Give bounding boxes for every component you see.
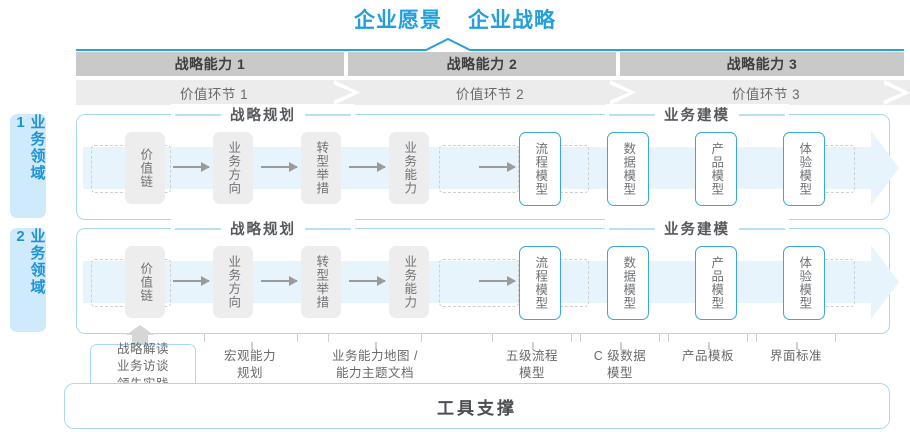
- node-r1-transformation-measures[interactable]: 转型举措: [301, 132, 341, 204]
- title-vision: 企业愿景: [354, 9, 442, 32]
- tool-label-macro-capability: 宏观能力规划: [223, 349, 276, 380]
- bracket-product-template: [668, 333, 748, 350]
- node-r1-process-model[interactable]: 流程模型: [519, 132, 561, 206]
- value-link-label-3: 价值环节 3: [731, 86, 801, 102]
- arrow-r1-3: [349, 162, 386, 172]
- arrow-r2-2: [261, 276, 298, 286]
- arrow-r1-2: [261, 162, 298, 172]
- capability-bar-2: 战略能力 2: [348, 52, 616, 76]
- node-r1-product-model-label: 产品模型: [709, 142, 724, 196]
- node-r1-data-model-label: 数据模型: [621, 142, 636, 196]
- node-r1-product-model[interactable]: 产品模型: [695, 132, 737, 206]
- node-r1-business-capability[interactable]: 业务能力: [389, 132, 429, 204]
- node-r1-value-chain-label: 价值链: [138, 147, 153, 189]
- title-strategy: 企业战略: [468, 9, 556, 32]
- domain-row-2: 战略规划 业务建模 价值链 业务方向 转型举措 业务能力 流程模型: [76, 218, 899, 334]
- node-r1-experience-model-label: 体验模型: [797, 142, 812, 196]
- caption-rule-right-2: [739, 113, 785, 116]
- caption-rule-right-3: [305, 227, 351, 230]
- flow-band-arrowhead-1: [871, 131, 899, 205]
- section-title-planning-1: 战略规划: [230, 108, 296, 124]
- apex-line-svg: [76, 37, 904, 51]
- node-r1-experience-model[interactable]: 体验模型: [783, 132, 825, 206]
- node-r1-business-capability-label: 业务能力: [402, 141, 417, 195]
- tool-support-container: 工具支撑: [64, 383, 890, 429]
- node-r2-business-capability-label: 业务能力: [402, 255, 417, 309]
- caption-rule-right-1: [305, 113, 351, 116]
- value-link-labels: 价值环节 1 价值环节 2 价值环节 3: [76, 80, 904, 105]
- arrow-r1-4: [479, 162, 516, 172]
- node-r1-value-chain[interactable]: 价值链: [125, 132, 165, 204]
- bracket-data-model: [580, 333, 660, 350]
- caption-rule-left-1: [175, 113, 221, 116]
- value-link-band: 价值环节 1 价值环节 2 价值环节 3: [76, 80, 910, 105]
- node-r1-business-direction-label: 业务方向: [226, 141, 241, 195]
- node-r2-process-model-label: 流程模型: [533, 256, 548, 310]
- node-r2-business-capability[interactable]: 业务能力: [389, 246, 429, 318]
- bracket-process-model: [492, 333, 572, 350]
- placeholder-box-r1-b: [439, 145, 519, 193]
- node-r2-process-model[interactable]: 流程模型: [519, 246, 561, 320]
- node-r2-product-model-label: 产品模型: [709, 256, 724, 310]
- diagram-title: 企业愿景 企业战略: [0, 4, 910, 34]
- title-apex-connector: [76, 37, 904, 52]
- node-r2-experience-model-label: 体验模型: [797, 256, 812, 310]
- node-r1-process-model-label: 流程模型: [533, 142, 548, 196]
- node-r1-business-direction[interactable]: 业务方向: [213, 132, 253, 204]
- node-r2-transformation-measures[interactable]: 转型举措: [301, 246, 341, 318]
- capability-bar-3: 战略能力 3: [620, 52, 904, 76]
- capability-bar-1: 战略能力 1: [76, 52, 344, 76]
- section-title-planning-2: 战略规划: [230, 222, 296, 238]
- arrow-r2-1: [173, 276, 210, 286]
- section-title-modeling-1: 业务建模: [664, 108, 730, 124]
- node-r2-data-model-label: 数据模型: [621, 256, 636, 310]
- strategic-capability-bars: 战略能力 1 战略能力 2 战略能力 3: [76, 52, 904, 76]
- bracket-macro-capability: [204, 333, 298, 350]
- node-r2-transformation-measures-label: 转型举措: [314, 255, 329, 309]
- caption-rule-left-3: [175, 227, 221, 230]
- node-r2-value-chain-label: 价值链: [138, 261, 153, 303]
- caption-rule-right-4: [739, 227, 785, 230]
- flow-band-arrowhead-2: [871, 245, 899, 319]
- section-caption-planning-2: 战略规划: [171, 218, 355, 239]
- node-r2-data-model[interactable]: 数据模型: [607, 246, 649, 320]
- node-r1-transformation-measures-label: 转型举措: [314, 141, 329, 195]
- bracket-capability-map: [328, 333, 422, 350]
- bracket-ui-standard: [756, 333, 836, 350]
- value-link-band-bg: [76, 80, 910, 105]
- placeholder-box-r2-b: [439, 259, 519, 307]
- tool-label-process-model: 五级流程模型: [505, 349, 558, 380]
- node-r2-experience-model[interactable]: 体验模型: [783, 246, 825, 320]
- domain-label-2-text: 业务领域 2: [12, 228, 46, 296]
- node-r2-business-direction[interactable]: 业务方向: [213, 246, 253, 318]
- domain-label-2: 业务领域 2: [10, 228, 46, 332]
- node-r2-product-model[interactable]: 产品模型: [695, 246, 737, 320]
- tool-label-product-template: 产品模板: [681, 349, 734, 363]
- section-caption-modeling-2: 业务建模: [605, 218, 789, 239]
- tool-box-strategy-interpretation[interactable]: 战略解读业务访谈领先实践: [90, 342, 196, 391]
- tool-label-capability-map: 业务能力地图 /能力主题文档: [332, 349, 418, 380]
- value-link-label-2: 价值环节 2: [455, 86, 525, 102]
- domain-label-1-text: 业务领域 1: [12, 114, 46, 182]
- node-r2-value-chain[interactable]: 价值链: [125, 246, 165, 318]
- arrow-r2-3: [349, 276, 386, 286]
- domain-row-1: 战略规划 业务建模 价值链 业务方向 转型举措 业务能力: [76, 104, 899, 220]
- tool-support-label: 工具支撑: [437, 398, 517, 418]
- node-r1-data-model[interactable]: 数据模型: [607, 132, 649, 206]
- tool-label-ui-standard: 界面标准: [769, 349, 822, 363]
- tool-label-data-model: C 级数据模型: [593, 349, 647, 380]
- arrow-r1-1: [173, 162, 210, 172]
- value-link-label-1: 价值环节 1: [179, 86, 249, 102]
- section-title-modeling-2: 业务建模: [664, 222, 730, 238]
- uparrow-strategy-interpretation: [126, 325, 154, 346]
- section-caption-planning-1: 战略规划: [171, 104, 355, 125]
- arrow-r2-4: [479, 276, 516, 286]
- caption-rule-left-4: [609, 227, 655, 230]
- section-caption-modeling-1: 业务建模: [605, 104, 789, 125]
- domain-label-1: 业务领域 1: [10, 114, 46, 218]
- node-r2-business-direction-label: 业务方向: [226, 255, 241, 309]
- caption-rule-left-2: [609, 113, 655, 116]
